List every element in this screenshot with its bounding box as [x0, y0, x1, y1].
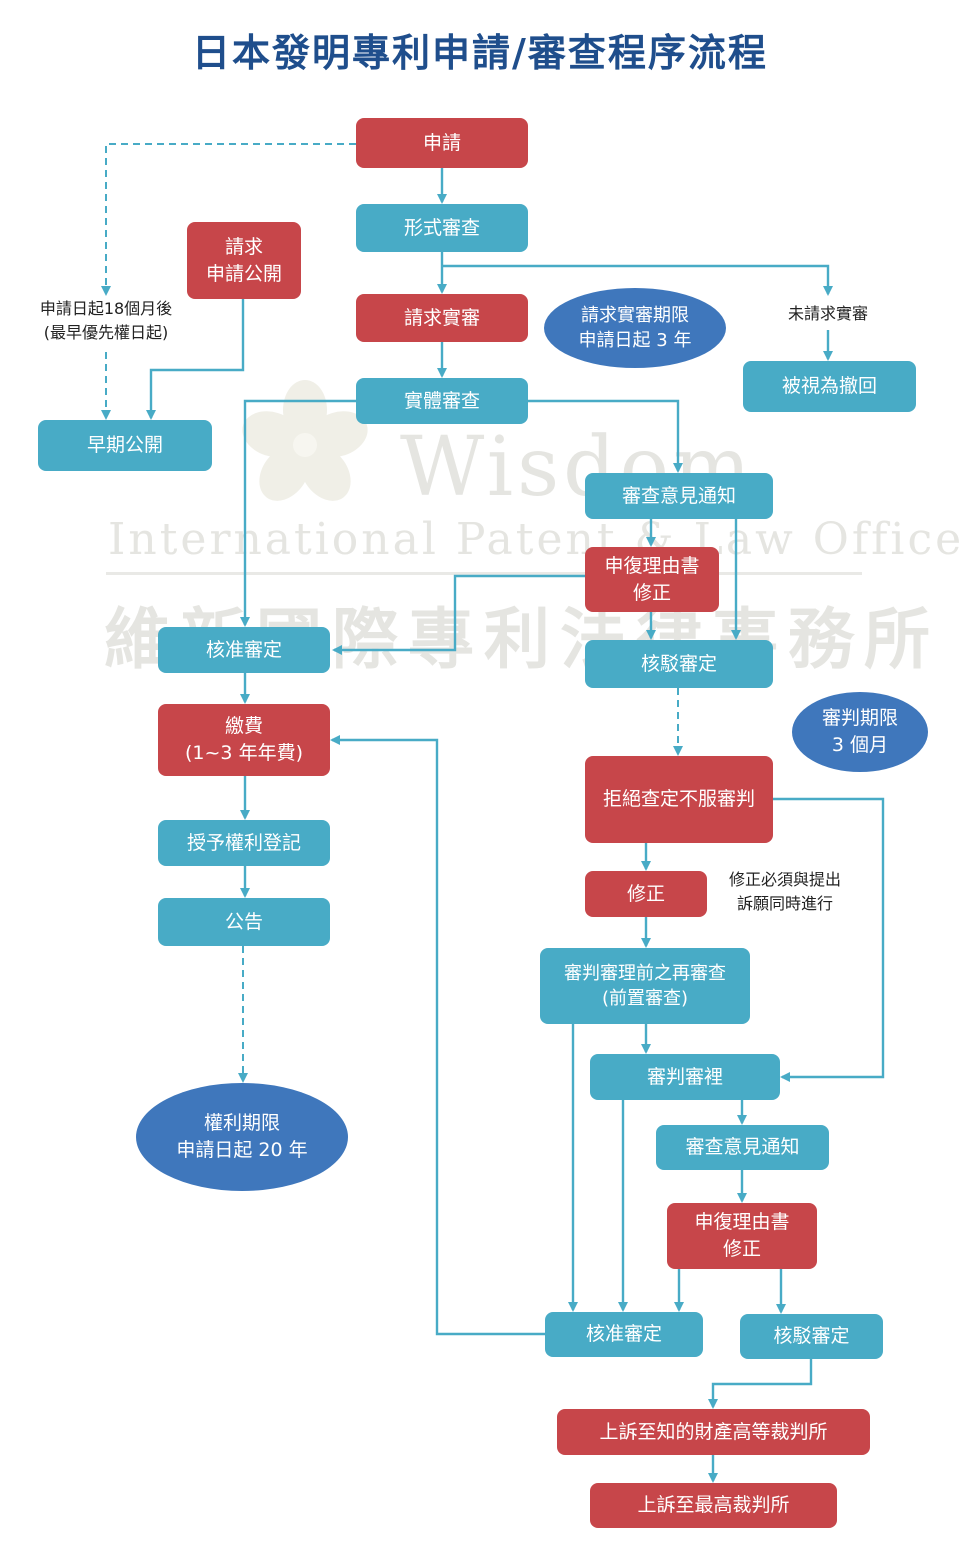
node-ip-high-court: 上訴至知的財產高等裁判所 [557, 1409, 870, 1455]
arrow-response-to-allowance [334, 576, 585, 650]
node-rejection: 核駁審定 [585, 640, 773, 688]
node-allowance: 核准審定 [158, 627, 330, 673]
node-substantive-exam: 實體審查 [356, 378, 528, 424]
node-formality-exam: 形式審查 [356, 204, 528, 252]
node-fee-payment: 繳費 (1~3 年年費) [158, 704, 330, 776]
node-grant-registration: 授予權利登記 [158, 820, 330, 866]
node-exam-period: 請求實審期限 申請日起 3 年 [544, 288, 726, 368]
node-trial: 審判審裡 [590, 1054, 780, 1100]
node-pretrial-reexam: 審判審理前之再審查 (前置審查) [540, 948, 750, 1024]
node-deemed-withdrawn: 被視為撤回 [743, 361, 916, 412]
page-title: 日本發明專利申請/審查程序流程 [0, 22, 960, 77]
label-no-request: 未請求實審 [760, 302, 896, 326]
label-publication-timing: 申請日起18個月後 (最早優先權日起) [20, 297, 192, 345]
arrow-substantive-to-allowance [245, 401, 356, 625]
label-amendment-note: 修正必須與提出 訴願同時進行 [715, 868, 855, 916]
node-appeal: 拒絕查定不服審判 [585, 756, 773, 843]
node-response-amendment-2: 申復理由書 修正 [667, 1203, 817, 1269]
arrow-appeal-to-trial [772, 799, 883, 1077]
node-rejection-2: 核駁審定 [740, 1314, 883, 1359]
node-gazette: 公告 [158, 898, 330, 946]
node-request-exam: 請求實審 [356, 294, 528, 342]
node-response-amendment: 申復理由書 修正 [585, 547, 719, 612]
node-appeal-period: 審判期限 3 個月 [792, 692, 928, 772]
arrow-allowance-2-to-fee [332, 740, 545, 1334]
node-allowance-2: 核准審定 [545, 1312, 703, 1357]
node-office-action: 審查意見通知 [585, 473, 773, 519]
node-right-term: 權利期限 申請日起 20 年 [136, 1083, 348, 1191]
node-supreme-court: 上訴至最高裁判所 [590, 1483, 837, 1528]
node-early-publication: 早期公開 [38, 420, 212, 471]
node-request-publication: 請求 申請公開 [187, 222, 301, 299]
node-office-action-2: 審查意見通知 [656, 1125, 829, 1170]
arrow-substantive-to-office-action [528, 401, 678, 471]
arrow-rejection-2-to-high-court [713, 1359, 811, 1407]
node-application: 申請 [356, 118, 528, 168]
node-amendment: 修正 [585, 871, 707, 917]
